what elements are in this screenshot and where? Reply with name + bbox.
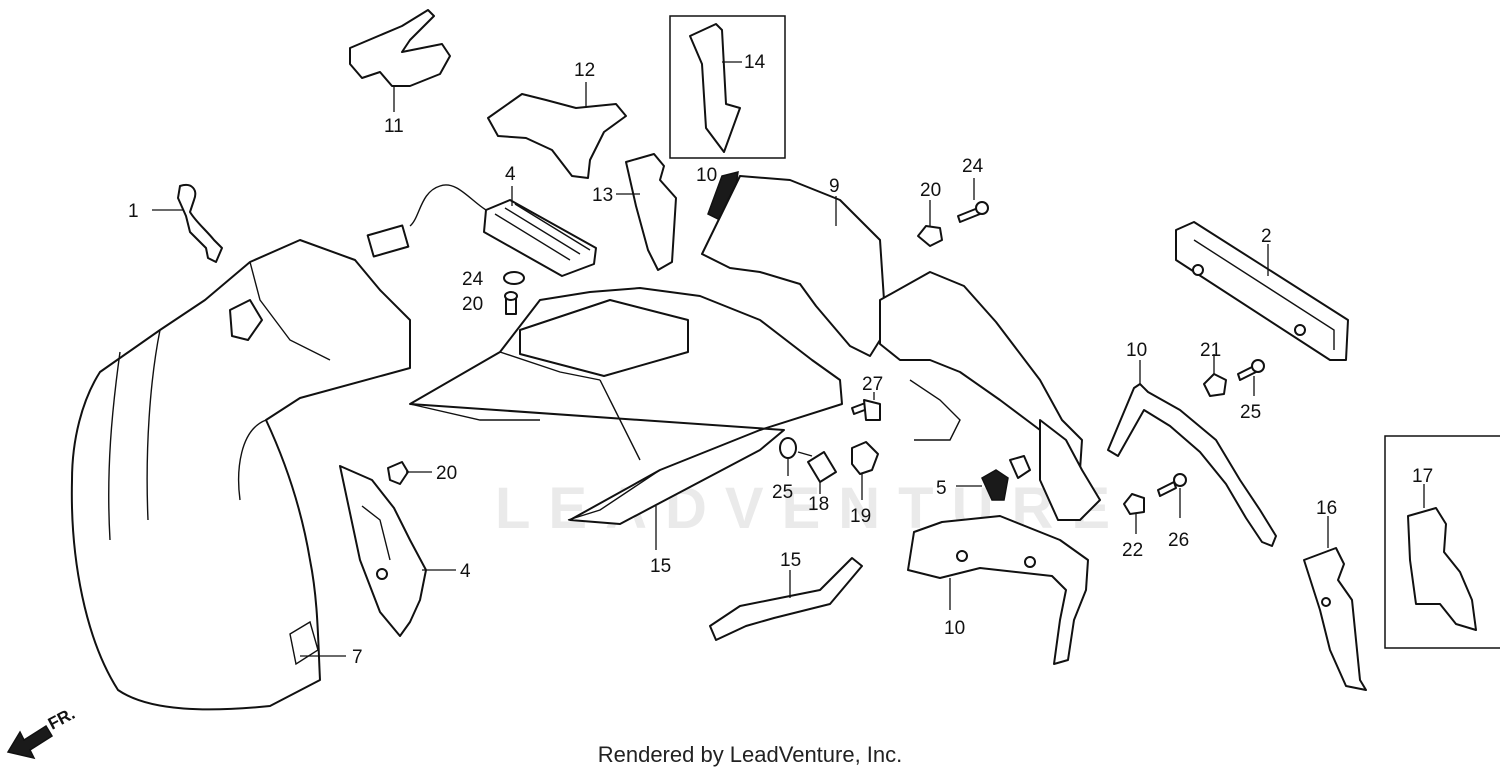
part-18-collar[interactable] (797, 451, 837, 483)
callout-24-right-lower: 26 (1168, 530, 1189, 551)
part-2-plate[interactable] (1175, 221, 1349, 361)
part-17-frame (1384, 435, 1500, 649)
callout-22: 20 (436, 463, 457, 484)
part-3-regulator[interactable] (366, 184, 597, 277)
callout-19: 19 (850, 506, 871, 527)
callout-20-lower: 22 (1122, 540, 1143, 561)
callout-13: 13 (592, 185, 613, 206)
part-20-grommet-lower[interactable] (1123, 493, 1145, 515)
callout-4: 4 (460, 561, 471, 582)
callout-27: 27 (862, 374, 883, 395)
part-6-rear-fender[interactable] (409, 287, 843, 525)
callout-21: 20 (920, 180, 941, 201)
callout-18: 18 (808, 494, 829, 515)
callout-11: 11 (384, 116, 404, 137)
callout-8: 9 (829, 176, 840, 197)
callout-24-top: 24 (962, 156, 984, 177)
callout-1: 1 (128, 201, 139, 222)
part-20-grommet-upper[interactable] (1203, 373, 1227, 397)
part-7-front-fender[interactable] (70, 239, 411, 711)
callout-9: 10 (944, 618, 965, 639)
part-27-bolt[interactable] (851, 399, 881, 421)
callout-12: 12 (574, 60, 595, 81)
part-9-bracket[interactable] (907, 515, 1089, 665)
part-4-bracket[interactable] (339, 465, 427, 637)
callout-25: 25 (772, 482, 793, 503)
callout-5: 5 (936, 478, 947, 499)
part-21-grommet[interactable] (917, 225, 943, 247)
part-26-washer[interactable] (503, 271, 525, 285)
part-25-washer[interactable] (779, 437, 797, 459)
part-24-bolt-top[interactable] (957, 201, 989, 223)
part-14-frame (669, 15, 786, 159)
part-5-clip[interactable] (981, 455, 1031, 501)
part-22-bolt[interactable] (387, 461, 409, 485)
callout-7: 7 (352, 647, 363, 668)
part-15-strip[interactable] (709, 557, 863, 641)
callout-14: 14 (744, 52, 766, 73)
callout-20-upper: 21 (1200, 340, 1221, 361)
callout-2: 2 (1261, 226, 1272, 247)
part-11-cover[interactable] (349, 9, 451, 87)
part-12-duct[interactable] (487, 93, 627, 179)
callout-26: 24 (462, 269, 484, 290)
part-24-bolt-right-lower[interactable] (1157, 473, 1187, 497)
part-19-nut[interactable] (851, 441, 879, 475)
part-24-bolt-right-upper[interactable] (1237, 359, 1265, 381)
callout-17: 17 (1412, 466, 1433, 487)
part-13-bracket[interactable] (625, 153, 677, 271)
callout-23: 20 (462, 294, 483, 315)
part-23-bolt[interactable] (504, 291, 518, 315)
part-16-bracket[interactable] (1303, 547, 1367, 691)
callout-3: 4 (505, 164, 516, 185)
part-10-strap[interactable] (1107, 383, 1277, 547)
callout-6: 15 (650, 556, 671, 577)
callout-10-upper: 10 (696, 165, 717, 186)
callout-24-right-upper: 25 (1240, 402, 1261, 423)
part-1-clip[interactable] (177, 184, 223, 263)
callout-16: 16 (1316, 498, 1337, 519)
callout-10-strap: 10 (1126, 340, 1147, 361)
callout-15: 15 (780, 550, 801, 571)
part-8-inner-fender[interactable] (701, 175, 1101, 521)
direction-label: FR. (45, 704, 78, 734)
footer-credit: Rendered by LeadVenture, Inc. (597, 742, 903, 767)
part-17-bracket[interactable] (1407, 507, 1477, 631)
part-14-bracket[interactable] (689, 23, 741, 153)
